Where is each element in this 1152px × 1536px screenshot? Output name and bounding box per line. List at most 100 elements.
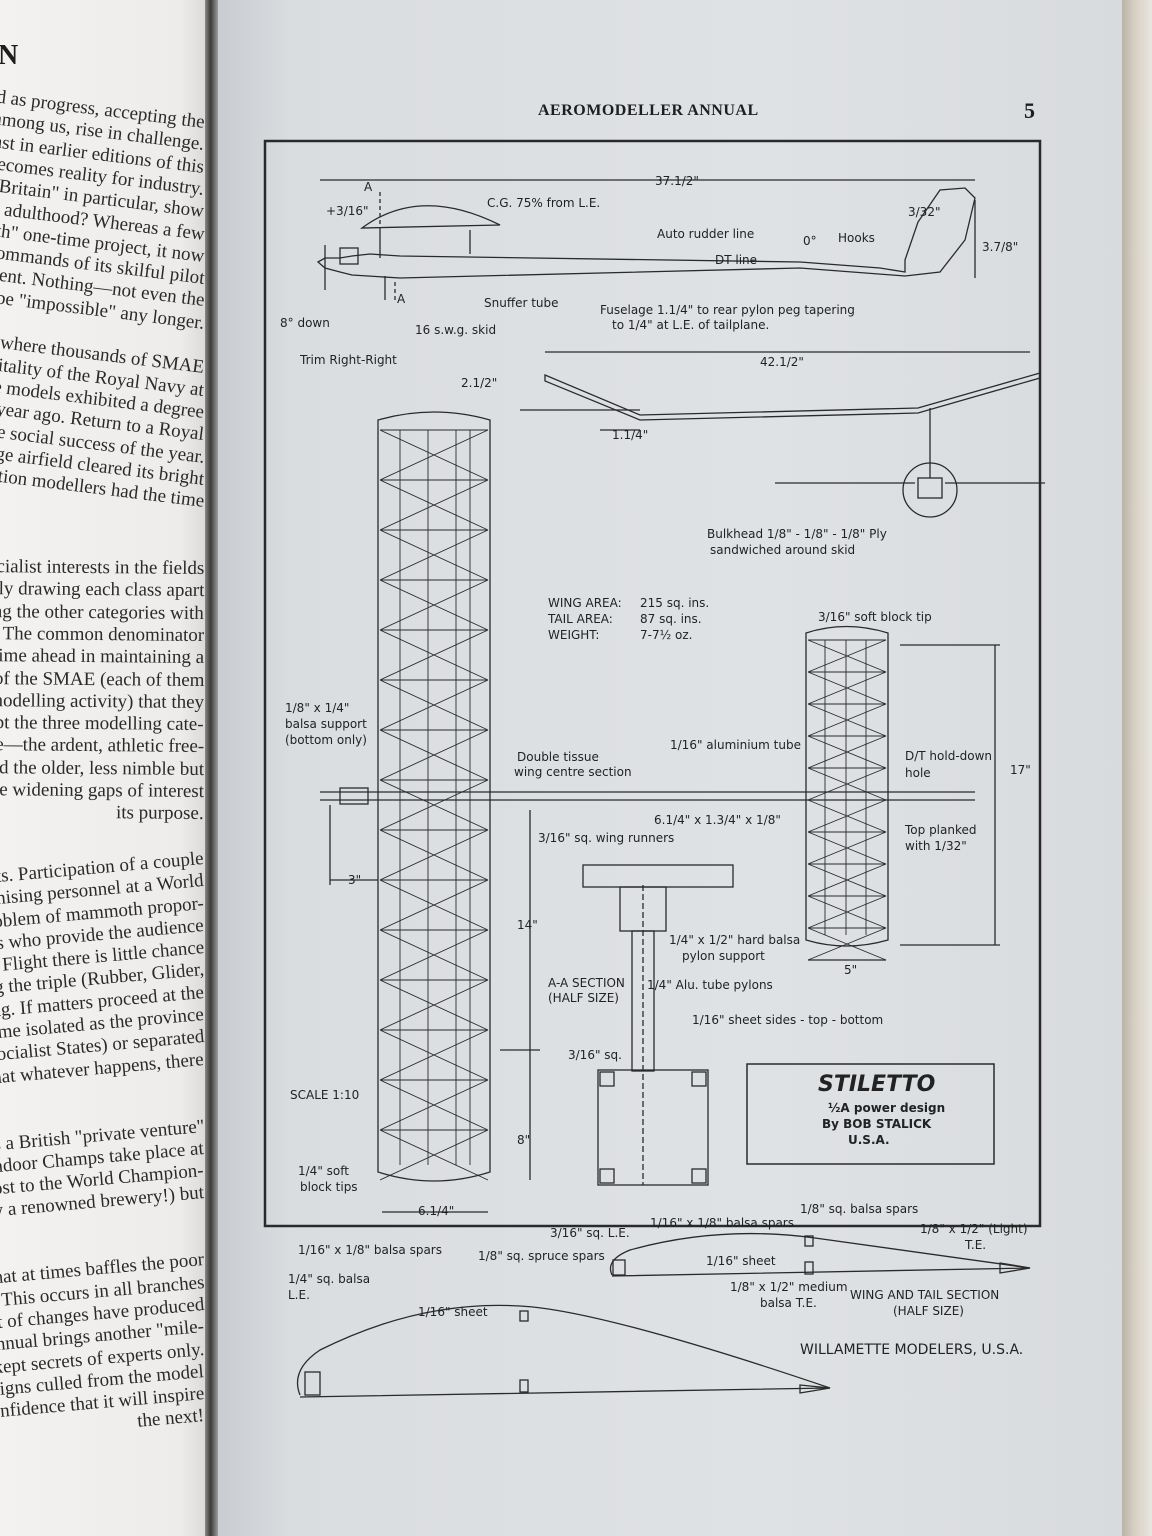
label-section-aa-title-1: A-A SECTION	[548, 976, 625, 990]
label-plan-view-tissue-2: wing centre section	[514, 765, 632, 779]
label-plan-view-alu-tube: 1/16" aluminium tube	[670, 738, 801, 752]
label-tail-section-spars: 1/16" x 1/8" balsa spars	[650, 1216, 794, 1230]
rib-line	[379, 829, 489, 881]
label-wing-section-spars: 1/16" x 1/8" balsa spars	[298, 1243, 442, 1257]
label-side-view-auto-rudder: Auto rudder line	[657, 227, 755, 241]
label-plan-view-dt-1: D/T hold-down	[905, 749, 993, 763]
rib-line	[807, 927, 887, 961]
label-side-view-zero-deg: 0°	[803, 234, 817, 248]
rib-line	[379, 579, 489, 631]
label-side-view-overall-length: 37.1/2"	[655, 174, 699, 188]
label-plan-view-planked-2: with 1/32"	[905, 839, 967, 853]
rib-line	[379, 629, 489, 681]
rib-line	[807, 671, 887, 705]
running-header: AEROMODELLER ANNUAL	[538, 102, 759, 119]
title-line3: U.S.A.	[848, 1133, 890, 1147]
label-front-view-bulkhead-2: sandwiched around skid	[710, 543, 856, 557]
label-side-view-dt-line: DT line	[715, 253, 758, 267]
label-side-view-skid: 16 s.w.g. skid	[415, 323, 497, 337]
label-tail-section-le: 3/16" sq. L.E.	[550, 1226, 630, 1240]
title-name: STILETTO	[818, 1072, 936, 1097]
label-plan-view-planked-1: Top planked	[905, 823, 977, 837]
label-side-view-fuselage-1: Fuselage 1.1/4" to rear pylon peg taperi…	[600, 303, 855, 317]
tail-plan	[805, 625, 1000, 961]
spec-value: 215 sq. ins.	[640, 596, 710, 610]
label-tail-section-sq-spars: 1/8" sq. balsa spars	[800, 1202, 919, 1216]
rib-line	[379, 1079, 489, 1131]
rib-line	[807, 735, 887, 769]
label-front-view-centre-dihedral: 1.1/4"	[612, 428, 649, 442]
rib-line	[379, 1029, 489, 1081]
label-wing-section-le-2: L.E.	[288, 1288, 310, 1302]
label-section-title-2: (HALF SIZE)	[893, 1304, 964, 1318]
label-wing-section-te-1: 1/8" x 1/2" medium	[730, 1280, 848, 1294]
rib-line	[807, 703, 887, 737]
spec-label: WEIGHT:	[548, 628, 600, 642]
label-plan-view-support-3: (bottom only)	[285, 733, 367, 747]
title-line1: ½A power design	[828, 1101, 946, 1115]
label-plan-view-boom: 6.1/4" x 1.3/4" x 1/8"	[654, 813, 781, 827]
section-aa	[582, 864, 734, 1186]
rib-line	[807, 895, 887, 929]
rib-line	[807, 799, 887, 833]
label-side-view-trim: Trim Right-Right	[300, 353, 397, 367]
label-plan-view-half-span-1: 14"	[517, 918, 538, 932]
drawing-border	[263, 139, 1042, 1228]
rib-line	[379, 929, 489, 981]
spec-label: TAIL AREA:	[548, 612, 613, 626]
rib-line	[807, 639, 887, 673]
label-section-aa-title-2: (HALF SIZE)	[548, 991, 619, 1005]
book-gutter	[205, 0, 219, 1536]
label-tail-section-sheet: 1/16" sheet	[706, 1254, 776, 1268]
label-side-view-hooks: Hooks	[838, 231, 875, 245]
title-line2: By BOB STALICK	[822, 1117, 932, 1131]
label-front-view-bulkhead-1: Bulkhead 1/8" - 1/8" - 1/8" Ply	[707, 527, 887, 541]
label-plan-view-centre-width: 3"	[348, 873, 362, 887]
label-plan-view-wing-chord: 6.1/4"	[418, 1204, 455, 1218]
label-side-view-cg: C.G. 75% from L.E.	[487, 196, 601, 210]
rib-line	[379, 729, 489, 781]
rib-line	[379, 1129, 489, 1181]
rib-line	[379, 679, 489, 731]
label-side-view-section-mark-bottom: A	[397, 292, 406, 306]
label-plan-view-tips-2: block tips	[300, 1180, 358, 1194]
label-side-view-fin-height: 3.7/8"	[982, 240, 1019, 254]
drawing-credit: WILLAMETTE MODELERS, U.S.A.	[800, 1342, 1024, 1358]
label-wing-section-spruce: 1/8" sq. spruce spars	[478, 1249, 605, 1263]
label-side-view-snuffer: Snuffer tube	[484, 296, 559, 310]
label-plan-view-tail-chord: 5"	[844, 963, 858, 977]
spec-value: 7-7½ oz.	[640, 628, 693, 642]
label-section-aa-corner: 3/16" sq.	[568, 1048, 622, 1062]
label-plan-view-tissue-1: Double tissue	[517, 750, 599, 764]
rib-line	[379, 529, 489, 581]
right-page	[218, 0, 1128, 1536]
label-plan-view-tail-tip: 3/16" soft block tip	[818, 610, 932, 624]
page-number: 5	[1024, 98, 1035, 123]
rib-line	[379, 429, 489, 481]
label-side-view-fin-offset: 3/32"	[908, 205, 941, 219]
label-section-aa-tube-pylons: 1/4" Alu. tube pylons	[647, 978, 773, 992]
label-section-aa-sheet-sides: 1/16" sheet sides - top - bottom	[692, 1013, 884, 1027]
spec-value: 87 sq. ins.	[640, 612, 702, 626]
label-side-view-fuselage-2: to 1/4" at L.E. of tailplane.	[612, 318, 770, 332]
label-section-aa-runners: 3/16" sq. wing runners	[538, 831, 675, 845]
rib-line	[807, 831, 887, 865]
front-view	[520, 351, 1045, 518]
label-front-view-tip-dihedral: 2.1/2"	[461, 376, 498, 390]
rib-line	[807, 863, 887, 897]
tail-section	[609, 1232, 1031, 1277]
label-plan-view-tips-1: 1/4" soft	[298, 1164, 349, 1178]
label-tail-section-te-2: T.E.	[965, 1238, 987, 1252]
rib-line	[379, 979, 489, 1031]
spec-label: WING AREA:	[548, 596, 622, 610]
label-section-title-1: WING AND TAIL SECTION	[850, 1288, 1000, 1302]
page-edge	[1122, 0, 1152, 1536]
rib-line	[807, 767, 887, 801]
wing-section	[296, 1304, 831, 1398]
label-side-view-downthrust: 8° down	[280, 316, 330, 330]
rib-line	[379, 879, 489, 931]
label-plan-view-support-2: balsa support	[285, 717, 367, 731]
label-plan-view-tail-span: 17"	[1010, 763, 1031, 777]
left-page: N regard as progress, accepting thecreat…	[0, 0, 212, 1536]
